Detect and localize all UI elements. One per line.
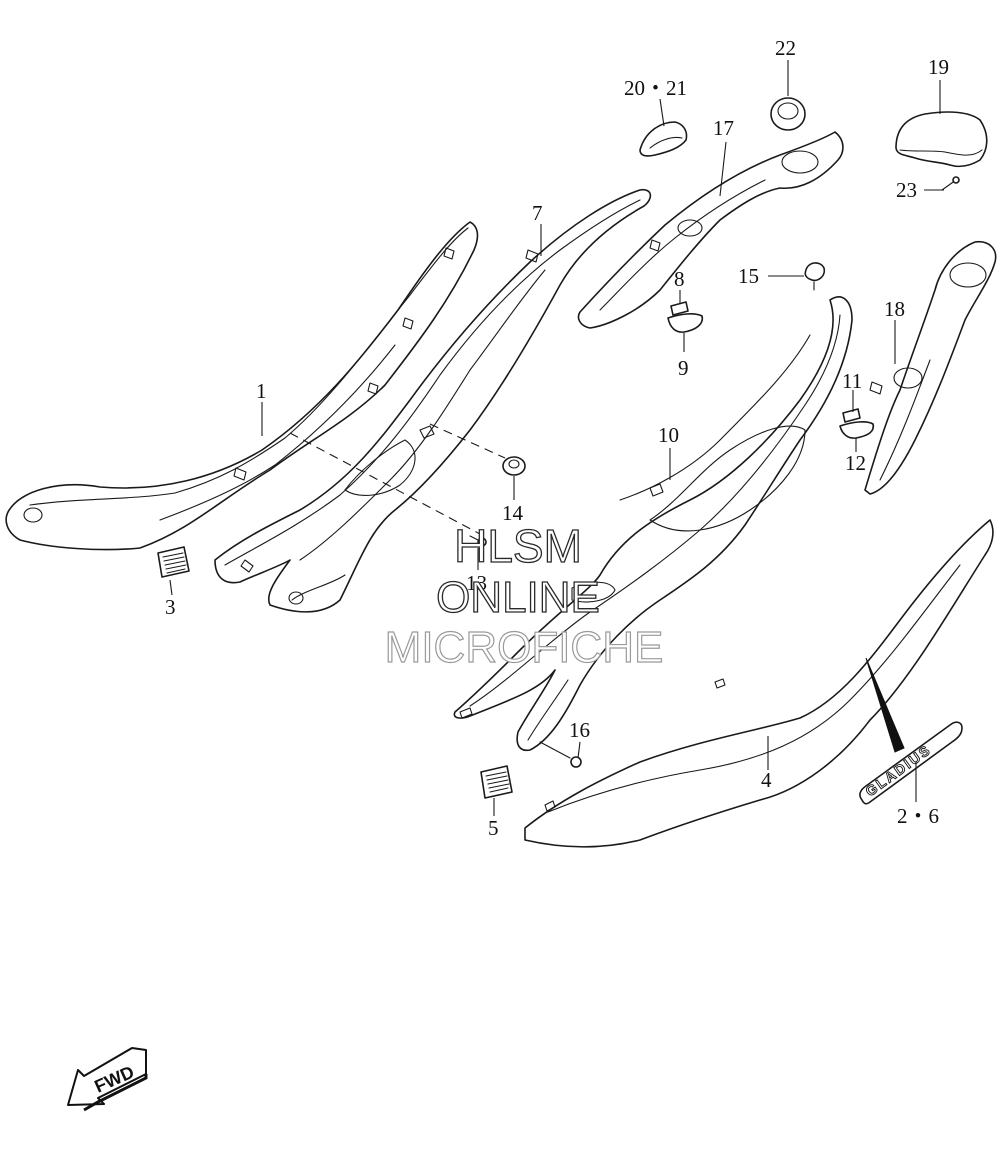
callout-23: 23	[896, 178, 917, 202]
part-19-tail-cover	[895, 111, 988, 168]
part-18-rear-cover-right	[864, 240, 997, 495]
callout-9: 9	[678, 356, 689, 380]
callout-12: 12	[845, 451, 866, 475]
fwd-arrow-shape-icon	[67, 1047, 147, 1106]
part-15-fastener	[804, 262, 826, 291]
part-13-screw	[469, 535, 487, 547]
part-17-rear-cover-upper	[577, 131, 844, 329]
callout-labels: 1 3 4 5 7 8 9 10 11 12 13 14 15 16 17 18…	[165, 36, 949, 840]
callout-10: 10	[658, 423, 679, 447]
callout-5: 5	[488, 816, 499, 840]
callout-17: 17	[713, 116, 734, 140]
callout-4: 4	[761, 768, 772, 792]
watermark-line-2: ONLINE	[436, 573, 600, 622]
part-3-grille	[157, 546, 190, 578]
watermark-line-1: HLSM	[454, 520, 582, 572]
part-8-9-clip	[667, 301, 704, 333]
part-10-rear-frame-cover	[453, 296, 853, 752]
fwd-direction-arrow: FWD	[67, 1047, 148, 1112]
part-2-6-emblem: GLADIUS	[859, 657, 963, 805]
part-16-bolt	[539, 741, 582, 768]
callout-13: 13	[466, 571, 487, 595]
part-11-12-clip	[839, 408, 875, 439]
callout-19: 19	[928, 55, 949, 79]
part-14-grommet	[502, 456, 526, 476]
callout-18: 18	[884, 297, 905, 321]
callout-11: 11	[842, 369, 862, 393]
part-1-frame-cover-left	[5, 221, 479, 551]
part-5-grille	[480, 765, 513, 799]
callout-14: 14	[502, 501, 524, 525]
callout-15: 15	[738, 264, 759, 288]
callout-7: 7	[532, 201, 543, 225]
part-23-screw	[941, 176, 960, 191]
watermark: HLSM ONLINE MICROFICHE	[384, 519, 664, 672]
callout-3: 3	[165, 595, 176, 619]
part-22-grommet-ring	[770, 97, 806, 131]
part-20-21-cap	[639, 121, 688, 157]
callout-1: 1	[256, 379, 267, 403]
callout-20-21: 20・21	[624, 76, 687, 100]
part-4-side-cover	[524, 519, 994, 848]
callout-8: 8	[674, 267, 685, 291]
callout-16: 16	[569, 718, 590, 742]
callout-2-6: 2・6	[897, 804, 939, 828]
callout-22: 22	[775, 36, 796, 60]
part-7-frame-cover-inner	[214, 188, 652, 613]
watermark-line-3: MICROFICHE	[385, 623, 664, 672]
leader-lines	[169, 60, 944, 816]
